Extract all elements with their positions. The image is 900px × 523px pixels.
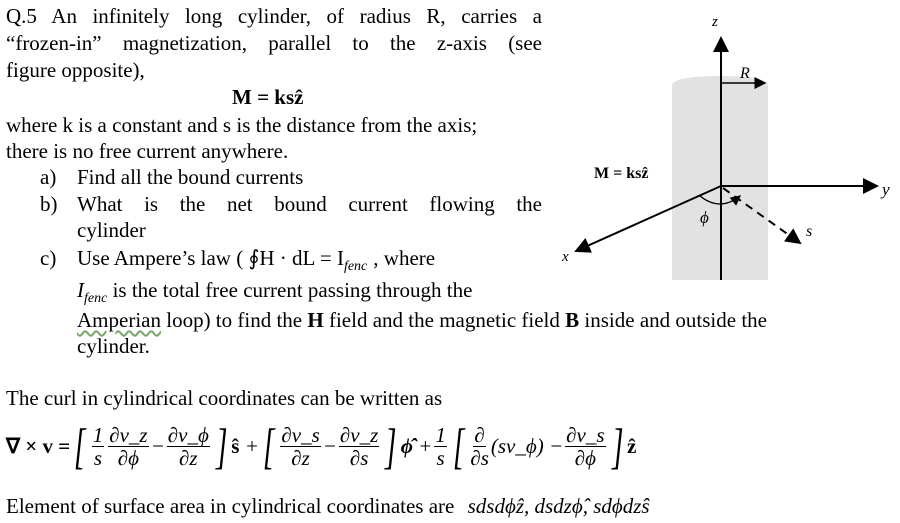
where-text: , where bbox=[373, 246, 436, 270]
frac: 1 bbox=[434, 422, 447, 447]
frac: ∂z bbox=[179, 445, 198, 470]
part-b-text-1: What is the net bound current flowing th… bbox=[77, 192, 542, 216]
curl-intro: The curl in cylindrical coordinates can … bbox=[6, 386, 443, 410]
part-b-text-2: cylinder bbox=[77, 218, 146, 242]
frac: 1 bbox=[91, 422, 105, 447]
problem-line-6: there is no free current anywhere. bbox=[6, 139, 289, 163]
problem-line-2: “frozen-in” magnetization, parallel to t… bbox=[6, 31, 542, 55]
h-symbol: H bbox=[307, 308, 324, 332]
frac: ∂v_s bbox=[565, 422, 606, 447]
frac: ∂s bbox=[349, 445, 369, 470]
m-label: M = ksẑ bbox=[594, 165, 649, 182]
part-c-text-2: Ifenc is the total free current passing … bbox=[77, 278, 472, 311]
part-c-text-1: Use Ampere’s law ( ∮H · dL = Ifenc , wher… bbox=[77, 246, 435, 279]
frac: ∂s bbox=[470, 445, 489, 470]
problem-line-3: figure opposite), bbox=[6, 58, 145, 82]
x-axis bbox=[574, 185, 722, 253]
frac: ∂ bbox=[473, 422, 486, 447]
frac: s bbox=[93, 445, 103, 470]
frac: ∂z bbox=[291, 445, 310, 470]
part-c-text-4: cylinder. bbox=[77, 334, 150, 358]
y-label: y bbox=[882, 180, 890, 199]
frac: ∂ϕ bbox=[117, 445, 140, 470]
surface-math: sdsdϕẑ, dsdzϕ̂, sdϕdzŝ bbox=[467, 494, 650, 518]
z-label: z bbox=[712, 14, 718, 30]
magnetization-equation: M = ksẑ bbox=[232, 85, 304, 109]
frac: ∂v_z bbox=[338, 422, 380, 447]
phi-hat: ϕ̂ bbox=[400, 434, 413, 458]
problem-line-1: Q.5 An infinitely long cylinder, of radi… bbox=[6, 4, 542, 28]
ampere-law: Use Ampere’s law ( ∮H · dL = I bbox=[77, 246, 344, 270]
problem-line-5: where k is a constant and s is the dista… bbox=[6, 113, 478, 137]
fenc-subscript-2: fenc bbox=[84, 291, 108, 307]
b-symbol: B bbox=[565, 308, 580, 332]
surface-element-line: Element of surface area in cylindrical c… bbox=[6, 494, 650, 518]
text: loop) to find the bbox=[160, 308, 308, 332]
part-c-text-3: Amperian loop) to find the H field and t… bbox=[77, 308, 767, 332]
s-label: s bbox=[806, 223, 813, 240]
curl-lhs: ∇ × v = bbox=[6, 434, 71, 458]
phi-arc bbox=[699, 195, 742, 206]
s-hat: ŝ bbox=[231, 434, 240, 458]
part-a-label: a) bbox=[40, 165, 57, 189]
z-hat: ẑ bbox=[627, 434, 637, 458]
text: inside and outside the bbox=[579, 308, 767, 332]
fenc-subscript: fenc bbox=[343, 259, 368, 275]
x-label: x bbox=[562, 249, 569, 265]
part-b-label: b) bbox=[40, 192, 58, 216]
frac: ∂ϕ bbox=[574, 445, 596, 470]
sv-phi: (sv_ϕ) bbox=[490, 434, 544, 458]
ifenc: I bbox=[77, 278, 84, 302]
text: field and the magnetic field bbox=[323, 308, 566, 332]
part-c-label: c) bbox=[40, 246, 57, 270]
frac: ∂v_z bbox=[108, 422, 149, 447]
phi-label: ϕ bbox=[700, 208, 709, 227]
frac: ∂v_s bbox=[280, 422, 321, 447]
frac: ∂v_ϕ bbox=[166, 422, 210, 447]
amperian-word: Amperian bbox=[77, 308, 161, 332]
surface-text: Element of surface area in cylindrical c… bbox=[6, 494, 460, 518]
r-label: R bbox=[740, 65, 750, 82]
part-c-text-2b: is the total free current passing throug… bbox=[107, 278, 473, 302]
frac: s bbox=[436, 445, 445, 470]
part-a-text: Find all the bound currents bbox=[77, 165, 304, 189]
